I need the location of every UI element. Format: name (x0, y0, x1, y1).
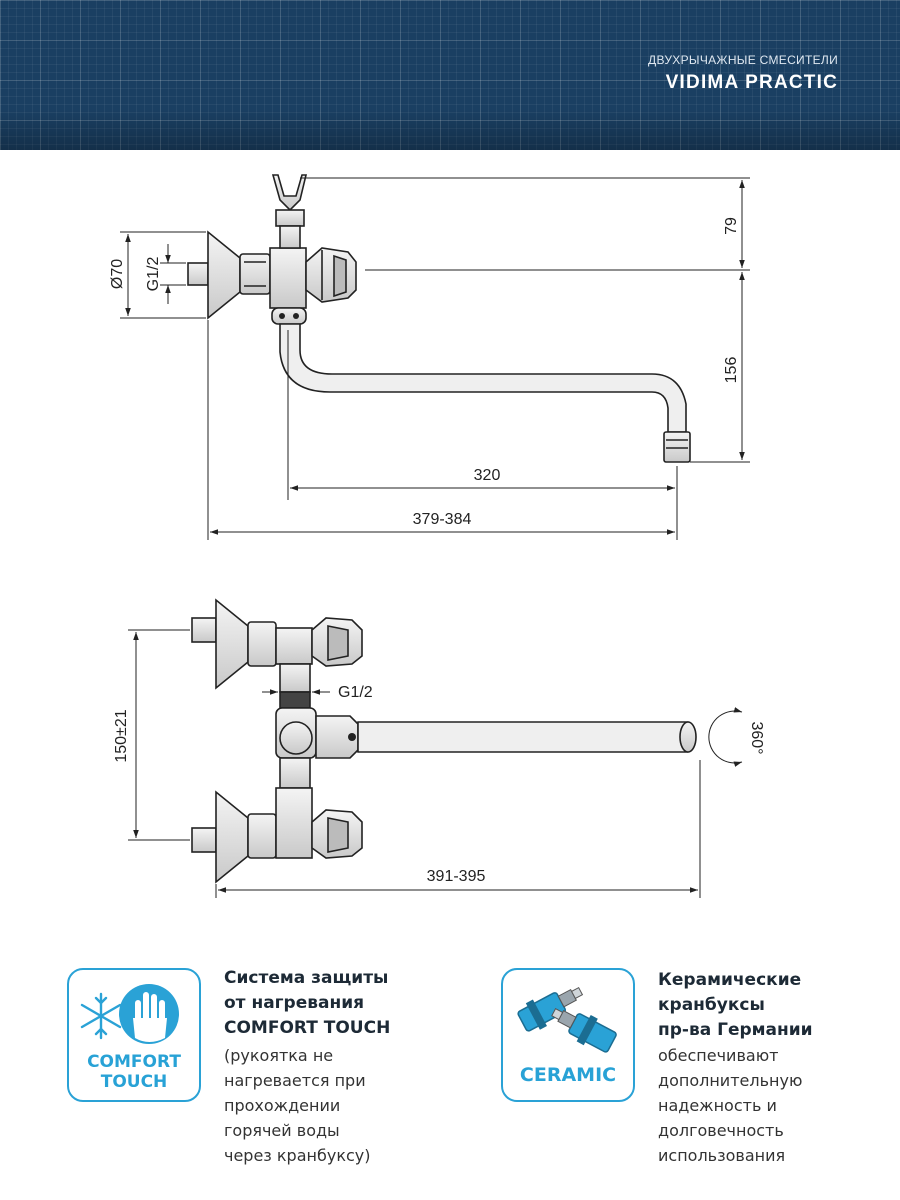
comfort-text-line: нагревается при (224, 1071, 366, 1090)
comfort-title-line: COMFORT TOUCH (224, 1018, 391, 1038)
dim-total-length-top: 391-395 (427, 868, 486, 885)
ceramic-text-line: долговечность (658, 1121, 784, 1140)
ceramic-text-line: обеспечивают (658, 1046, 779, 1065)
side-view (187, 174, 691, 463)
product-title: VIDIMA PRACTIC (665, 72, 838, 93)
side-shower-holder (271, 174, 308, 212)
side-handle (305, 247, 357, 303)
ceramic-cartridge-icon (517, 986, 617, 1053)
comfort-text-line: прохождении (224, 1096, 341, 1115)
ceramic-title-line: пр-ва Германии (658, 1020, 813, 1040)
dim-center-distance: 150±21 (113, 709, 130, 762)
snowflake-hand-icon (80, 984, 179, 1044)
ceramic-text-line: надежность и (658, 1096, 777, 1115)
comfort-touch-badge: COMFORT TOUCH (67, 968, 201, 1102)
dim-spout-length: 320 (474, 467, 501, 484)
side-view-dimensions (120, 177, 750, 540)
side-view-labels: 79 156 Ø70 G1/2 320 379-384 (109, 217, 740, 528)
dim-rotation: 360° (748, 721, 765, 754)
dim-total-length-side: 379-384 (413, 511, 472, 528)
dim-thread-top: G1/2 (338, 684, 373, 701)
comfort-text-line: через кранбуксу) (224, 1146, 371, 1165)
top-thread (279, 691, 311, 709)
side-flange (207, 230, 241, 320)
ceramic-badge-label: CERAMIC (519, 1064, 617, 1086)
ceramic-title-line: кранбуксы (658, 995, 765, 1015)
top-view-dimensions (128, 629, 743, 898)
side-wall-pipe (187, 262, 209, 286)
top-lower-wall-pipe (191, 827, 217, 853)
top-view (191, 598, 697, 884)
side-nut (239, 253, 271, 295)
side-swivel (271, 307, 307, 325)
top-upper-wall-pipe (191, 617, 217, 643)
side-aerator (663, 431, 691, 463)
ceramic-title-line: Керамические (658, 970, 802, 990)
top-view-labels: 150±21 G1/2 360° 391-395 (113, 684, 765, 885)
comfort-title-line: от нагревания (224, 993, 365, 1013)
ceramic-text-line: дополнительную (658, 1071, 803, 1090)
ceramic-badge: CERAMIC (501, 968, 635, 1102)
comfort-title-line: Система защиты (224, 968, 389, 988)
dim-thread-side: G1/2 (145, 257, 162, 292)
comfort-text-line: (рукоятка не (224, 1046, 334, 1065)
top-spout (357, 721, 696, 753)
top-lower-flange (215, 790, 249, 884)
dim-flange-diameter: Ø70 (109, 259, 126, 289)
side-body (269, 247, 307, 309)
header-banner: ДВУХРЫЧАЖНЫЕ СМЕСИТЕЛИ VIDIMA PRACTIC (0, 0, 900, 150)
technical-drawing: 79 156 Ø70 G1/2 320 379-384 (109, 174, 765, 898)
dim-top-height: 79 (723, 217, 740, 235)
comfort-text-line: горячей воды (224, 1121, 340, 1140)
series-label: ДВУХРЫЧАЖНЫЕ СМЕСИТЕЛИ (648, 53, 838, 67)
ceramic-text-line: использования (658, 1146, 786, 1165)
top-upper-flange (215, 598, 249, 690)
comfort-badge-line1: COMFORT (87, 1052, 181, 1072)
side-spout (279, 323, 687, 433)
comfort-badge-line2: TOUCH (100, 1072, 168, 1092)
dim-spout-height: 156 (723, 357, 740, 384)
